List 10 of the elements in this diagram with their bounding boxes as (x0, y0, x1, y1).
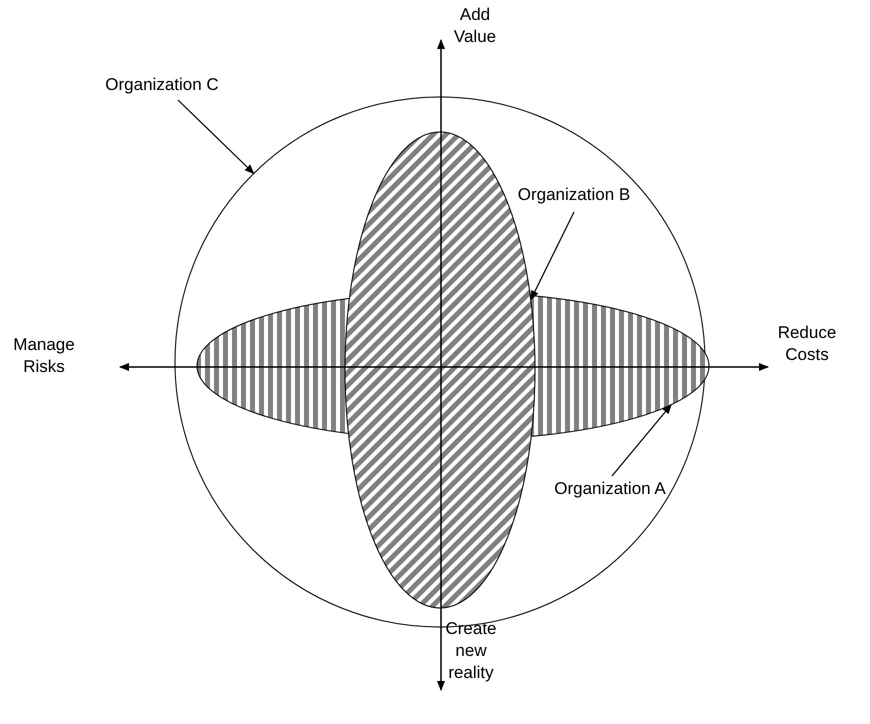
organization-label: Organization A (540, 478, 680, 500)
organization-label: Organization B (504, 184, 644, 206)
axis-label: Reduce Costs (776, 322, 838, 366)
leader-line (530, 212, 575, 301)
organization-label: Organization C (92, 74, 232, 96)
axis-label: Add Value (452, 4, 498, 48)
axis-label: Manage Risks (12, 334, 76, 378)
axis-label: Create new reality (444, 618, 498, 684)
leader-line (612, 404, 672, 476)
leader-line (178, 100, 255, 174)
